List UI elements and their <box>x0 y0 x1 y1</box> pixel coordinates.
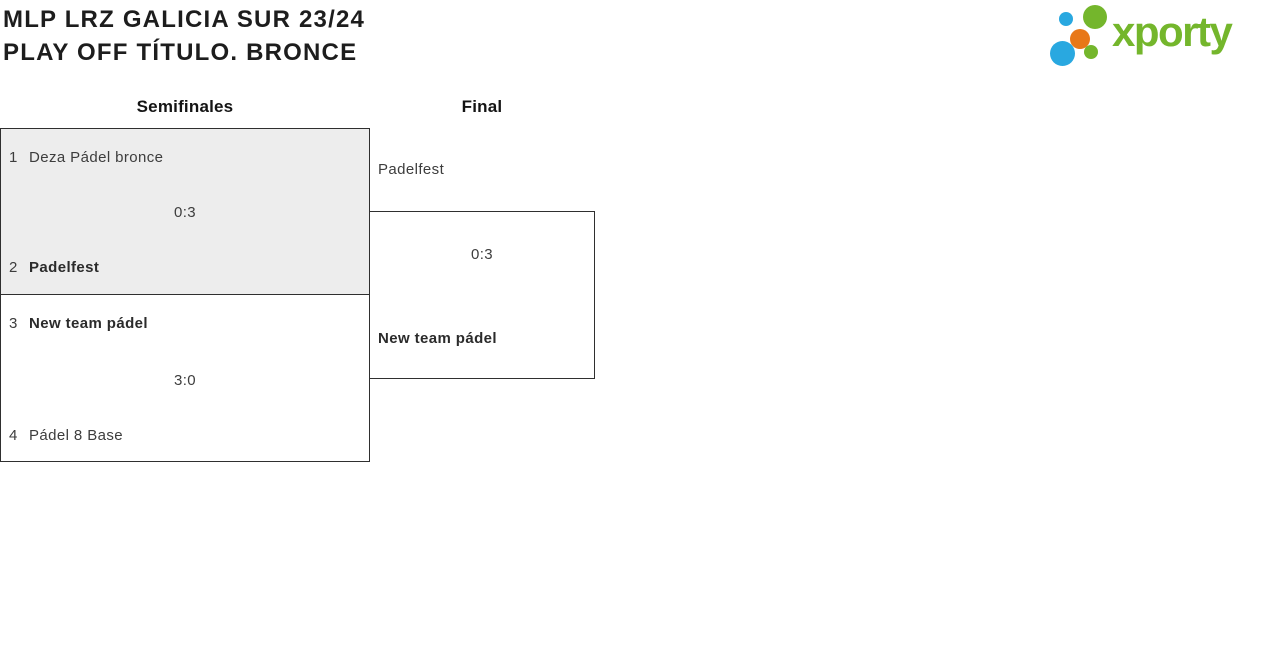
team-name-deza-padel-bronce[interactable]: Deza Pádel bronce <box>29 149 164 166</box>
logo-dot-blue-big-icon <box>1050 41 1075 66</box>
page-title-line2: PLAY OFF TÍTULO. BRONCE <box>3 39 358 66</box>
score-final: 0:3 <box>470 246 494 263</box>
seed-number: 1 <box>9 149 18 166</box>
seed-number: 2 <box>9 259 18 276</box>
match-semifinal-2[interactable]: 3 New team pádel 3:0 4 Pádel 8 Base <box>0 294 370 462</box>
team-row-padelfest: 2 Padelfest <box>9 258 99 278</box>
team-name-padelfest[interactable]: Padelfest <box>29 259 100 276</box>
xporty-dots-icon <box>1048 2 1108 66</box>
match-final[interactable]: 0:3 New team pádel <box>369 211 595 379</box>
team-row-deza-padel-bronce: 1 Deza Pádel bronce <box>9 148 163 168</box>
page-title-line1: MLP LRZ GALICIA SUR 23/24 <box>3 6 366 33</box>
round-header-semifinals: Semifinales <box>136 97 234 116</box>
final-team-new-team-padel[interactable]: New team pádel <box>378 330 497 347</box>
seed-number: 4 <box>9 427 18 444</box>
seed-number: 3 <box>9 315 18 332</box>
logo-dot-orange-icon <box>1070 29 1090 49</box>
xporty-logo[interactable]: xporty <box>1048 2 1278 66</box>
round-header-final: Final <box>461 97 503 116</box>
team-row-new-team-padel: 3 New team pádel <box>9 314 148 334</box>
team-name-padel-8-base[interactable]: Pádel 8 Base <box>29 427 124 444</box>
logo-dot-blue-small-icon <box>1059 12 1073 26</box>
match-semifinal-1[interactable]: 1 Deza Pádel bronce 0:3 2 Padelfest <box>0 128 370 295</box>
logo-dot-green-small-icon <box>1084 45 1098 59</box>
team-name-new-team-padel[interactable]: New team pádel <box>29 315 148 332</box>
page-title: MLP LRZ GALICIA SUR 23/24 PLAY OFF TÍTUL… <box>3 3 365 69</box>
xporty-logo-text: xporty <box>1112 8 1233 55</box>
logo-dot-green-big-icon <box>1083 5 1107 29</box>
score-semifinal-1: 0:3 <box>173 204 197 221</box>
team-row-padel-8-base: 4 Pádel 8 Base <box>9 426 123 446</box>
final-team-padelfest[interactable]: Padelfest <box>378 161 445 178</box>
score-semifinal-2: 3:0 <box>173 372 197 389</box>
